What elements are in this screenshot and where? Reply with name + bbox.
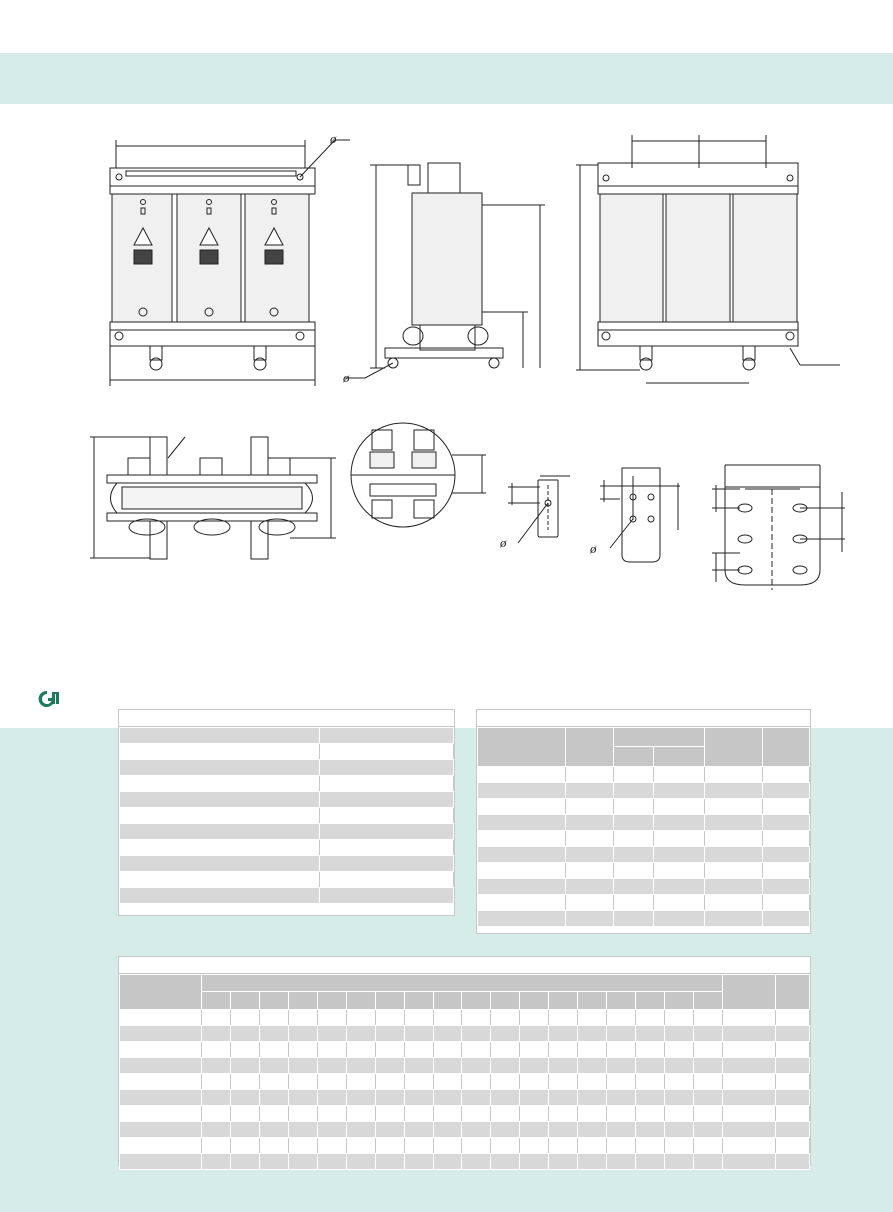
table-header-row xyxy=(120,990,810,1011)
table-row xyxy=(119,759,454,776)
table-header-row xyxy=(119,974,810,1010)
table-row xyxy=(119,823,454,840)
side-view: ø xyxy=(342,162,545,385)
busbar-4-hole: ø xyxy=(589,467,680,563)
table-row xyxy=(119,887,454,904)
table-row xyxy=(477,798,810,815)
table-row xyxy=(119,839,454,856)
side-diameter-label: ø xyxy=(342,370,350,385)
table-b-grid xyxy=(477,727,810,927)
table-row xyxy=(477,894,810,911)
table-a xyxy=(118,709,455,916)
table-row xyxy=(119,791,454,808)
table-row xyxy=(477,830,810,847)
table-row xyxy=(119,1105,810,1122)
table-c-grid xyxy=(119,974,810,1170)
table-row xyxy=(119,871,454,888)
table-row xyxy=(119,1073,810,1090)
table-b xyxy=(476,709,811,934)
table-c-caption xyxy=(119,957,810,974)
table-row xyxy=(119,727,454,744)
table-row xyxy=(119,1025,810,1042)
busbar-1-diameter-label: ø xyxy=(499,535,507,550)
table-row xyxy=(477,862,810,879)
table-header-row xyxy=(477,727,810,767)
table-row xyxy=(119,1137,810,1154)
table-row xyxy=(477,766,810,783)
table-header-row xyxy=(478,745,810,768)
terminal-detail xyxy=(350,422,486,528)
table-row xyxy=(119,1121,810,1138)
table-row xyxy=(119,1057,810,1074)
table-row xyxy=(119,1009,810,1026)
table-row xyxy=(119,855,454,872)
busbar-1-hole: ø xyxy=(499,475,570,550)
table-row xyxy=(477,814,810,831)
table-row xyxy=(119,1089,810,1106)
busbar-6-hole xyxy=(712,464,845,590)
table-row xyxy=(477,782,810,799)
table-c xyxy=(118,956,811,1170)
front-view: ø xyxy=(109,131,350,386)
gm-logo-icon xyxy=(38,690,59,707)
table-row xyxy=(477,878,810,895)
table-a-grid xyxy=(119,727,454,904)
table-b-caption xyxy=(477,710,810,727)
top-view xyxy=(90,436,336,560)
table-row xyxy=(477,846,810,863)
table-row xyxy=(477,910,810,927)
rear-view xyxy=(576,135,840,384)
top-banner xyxy=(0,53,893,104)
busbar-4-diameter-label: ø xyxy=(589,541,597,556)
table-row xyxy=(119,1153,810,1170)
table-a-caption xyxy=(119,710,454,727)
technical-drawings: ø ø xyxy=(0,104,893,624)
table-row xyxy=(119,1041,810,1058)
front-diameter-label: ø xyxy=(329,131,337,146)
table-row xyxy=(119,775,454,792)
table-row xyxy=(119,807,454,824)
table-row xyxy=(119,743,454,760)
